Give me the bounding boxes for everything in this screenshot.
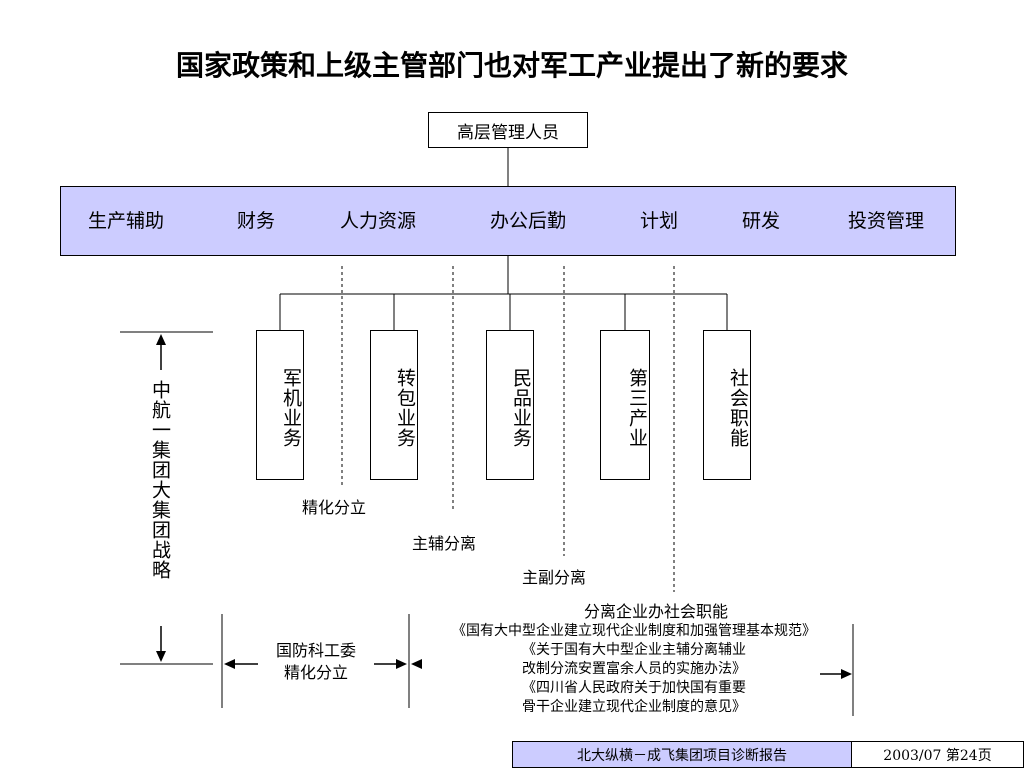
policy-doc-3a: 《四川省人民政府关于加快国有重要 — [522, 680, 746, 696]
label-refined-separation: 精化分立 — [302, 498, 367, 517]
business-social-functions: 社会职能 — [703, 330, 751, 480]
label-social-functions-separation: 分离企业办社会职能 — [584, 602, 729, 621]
dept-production-support: 生产辅助 — [88, 210, 165, 232]
top-management-box: 高层管理人员 — [428, 112, 588, 148]
department-bar — [60, 186, 956, 256]
dept-human-resources: 人力资源 — [340, 210, 417, 232]
commission-line-1: 国防科工委 — [275, 641, 356, 660]
business-civil-products: 民品业务 — [486, 330, 534, 480]
label-main-auxiliary-separation: 主辅分离 — [412, 534, 477, 553]
dept-finance: 财务 — [237, 210, 276, 232]
commission-block: 国防科工委 精化分立 — [258, 640, 374, 684]
business-tertiary-industry: 第三产业 — [600, 330, 650, 480]
business-military-aircraft: 军机业务 — [256, 330, 304, 480]
policy-documents: 《国有大中型企业建立现代企业制度和加强管理基本规范》 《关于国有大中型企业主辅分… — [418, 622, 850, 717]
footer-page-number: 2003/07 第24页 — [852, 741, 1024, 768]
policy-doc-2b: 改制分流安置富余人员的实施办法》 — [522, 661, 746, 677]
commission-line-2: 精化分立 — [283, 663, 348, 682]
policy-doc-3b: 骨干企业建立现代企业制度的意见》 — [522, 699, 746, 715]
dept-rd: 研发 — [742, 210, 781, 232]
dept-investment: 投资管理 — [848, 210, 925, 232]
page-title: 国家政策和上级主管部门也对军工产业提出了新的要求 — [175, 49, 848, 82]
business-subcontract: 转包业务 — [370, 330, 418, 480]
dept-planning: 计划 — [640, 210, 679, 232]
strategy-label: 中航一集团大集团战略 — [149, 380, 171, 580]
label-main-secondary-separation: 主副分离 — [522, 568, 587, 587]
policy-doc-2a: 《关于国有大中型企业主辅分离辅业 — [522, 642, 746, 658]
footer-report-title: 北大纵横－成飞集团项目诊断报告 — [512, 741, 852, 768]
dept-office-logistics: 办公后勤 — [490, 210, 567, 232]
policy-doc-1: 《国有大中型企业建立现代企业制度和加强管理基本规范》 — [452, 623, 816, 639]
